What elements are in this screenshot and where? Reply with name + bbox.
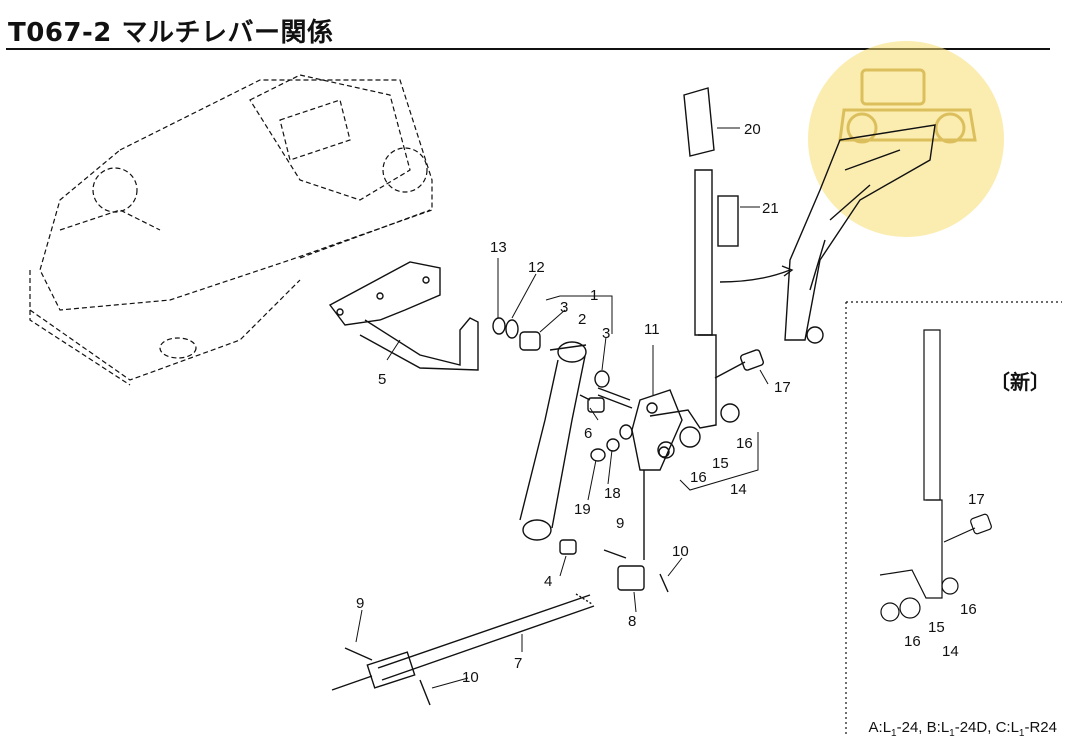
inset-callout-16b: 16 bbox=[904, 633, 921, 650]
callout-19: 19 bbox=[574, 501, 591, 518]
model-c-sub: 1 bbox=[1018, 728, 1025, 739]
callout-14: 14 bbox=[730, 481, 747, 498]
callout-2: 2 bbox=[578, 311, 586, 328]
transmission-housing bbox=[29, 74, 433, 386]
callout-13: 13 bbox=[490, 239, 507, 256]
callout-11: 11 bbox=[644, 321, 660, 338]
part-20-lever bbox=[649, 87, 740, 459]
part-8-joint bbox=[344, 549, 669, 706]
part-2-arm bbox=[519, 341, 587, 541]
part-5-bracket bbox=[328, 261, 479, 371]
callout-10a: 10 bbox=[672, 543, 689, 560]
model-a-sub: 1 bbox=[891, 728, 897, 739]
callout-15: 15 bbox=[712, 455, 729, 472]
watermark-logo bbox=[808, 41, 1004, 237]
callout-17: 17 bbox=[774, 379, 791, 396]
model-b-suffix: -24D, bbox=[954, 719, 992, 736]
callout-12: 12 bbox=[528, 259, 545, 276]
inset-callout-16a: 16 bbox=[960, 601, 977, 618]
model-applicability: A:L1-24, B:L1-24D, C:L1-R24 bbox=[869, 719, 1057, 739]
callout-6: 6 bbox=[584, 425, 592, 442]
model-a-prefix: A:L bbox=[868, 719, 892, 736]
callout-18: 18 bbox=[604, 485, 621, 502]
part-7-rod bbox=[331, 593, 595, 691]
inset-callout-14: 14 bbox=[942, 643, 959, 660]
model-b-sub: 1 bbox=[949, 728, 955, 739]
leader-lines bbox=[355, 127, 769, 689]
callout-5: 5 bbox=[378, 371, 386, 388]
callout-16a: 16 bbox=[690, 469, 707, 486]
callout-1: 1 bbox=[590, 287, 598, 304]
callout-16b: 16 bbox=[736, 435, 753, 452]
part-11-plate bbox=[631, 389, 683, 560]
callout-21: 21 bbox=[762, 200, 779, 217]
model-c-suffix: -R24 bbox=[1024, 719, 1057, 736]
washers-bushings bbox=[492, 317, 633, 409]
title-divider bbox=[6, 48, 1050, 50]
inset-callout-17: 17 bbox=[968, 491, 985, 508]
model-a-suffix: -24, bbox=[896, 719, 923, 736]
callout-labels: 1 2 3 3 4 5 6 7 8 9 9 10 10 11 12 13 14 … bbox=[356, 121, 985, 686]
new-version-label: 〔新〕 bbox=[990, 370, 1050, 394]
page-title: T067-2 マルチレバー関係 bbox=[8, 18, 334, 48]
inset-callout-15: 15 bbox=[928, 619, 945, 636]
callout-7: 7 bbox=[514, 655, 522, 672]
callout-3a: 3 bbox=[560, 299, 568, 316]
callout-20: 20 bbox=[744, 121, 761, 138]
callout-9a: 9 bbox=[616, 515, 624, 532]
lever-guide-plate bbox=[719, 124, 936, 344]
model-b-prefix: B:L bbox=[926, 719, 950, 736]
callout-3b: 3 bbox=[602, 325, 610, 342]
inset-new-version bbox=[845, 301, 1062, 735]
callout-9b: 9 bbox=[356, 595, 364, 612]
callout-10b: 10 bbox=[462, 669, 479, 686]
callout-4: 4 bbox=[544, 573, 552, 590]
callout-8: 8 bbox=[628, 613, 636, 630]
part-17-bolt bbox=[714, 349, 764, 379]
model-c-prefix: C:L bbox=[995, 719, 1019, 736]
part-21-grip bbox=[717, 195, 739, 247]
